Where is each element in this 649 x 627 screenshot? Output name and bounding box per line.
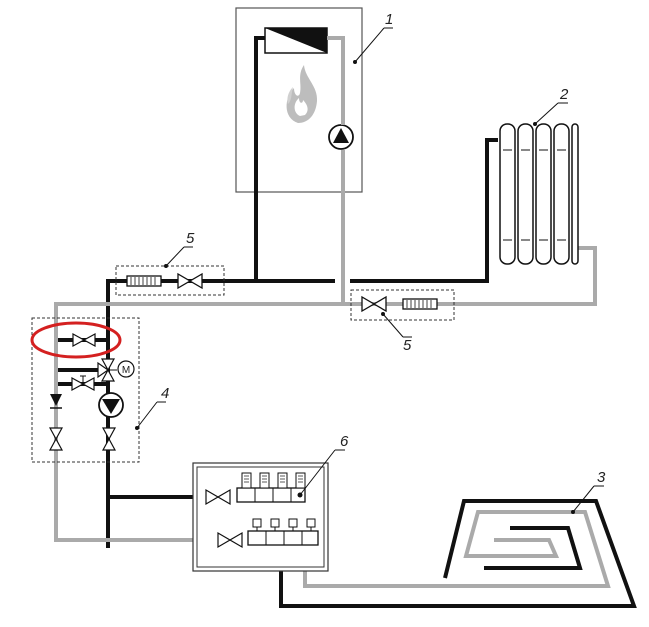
bowtie-valve-icon xyxy=(217,531,243,549)
valve-meter-return xyxy=(350,289,455,321)
radiator xyxy=(498,123,579,265)
label-valve-meter-return: 5 xyxy=(403,337,412,354)
label-mixing-unit: 4 xyxy=(161,385,169,402)
supply-header-left xyxy=(106,279,335,548)
highlight-ellipse xyxy=(30,321,122,359)
pump-icon xyxy=(98,392,124,418)
label-boiler: 1 xyxy=(385,11,393,28)
label-manifold: 6 xyxy=(340,433,349,450)
mixing-unit-frame xyxy=(31,317,140,463)
label-radiator: 2 xyxy=(559,86,569,103)
boiler-pump-icon xyxy=(328,124,354,150)
boiler-heat-exchanger-icon xyxy=(264,27,328,54)
valve-meter-supply-frame xyxy=(115,265,225,296)
bowtie-valve-icon xyxy=(101,427,117,451)
supply-manifold xyxy=(236,472,306,503)
boiler-return-top xyxy=(327,36,345,125)
bowtie-valve-icon xyxy=(361,295,387,313)
motor-icon: M xyxy=(117,360,135,378)
flow-meter-icon xyxy=(126,275,162,287)
radiator-section xyxy=(517,123,534,265)
leader-lines xyxy=(135,27,604,514)
three-way-valve-icon xyxy=(97,358,117,382)
supply-pipes xyxy=(56,36,637,608)
floor-loop-return xyxy=(303,510,611,588)
floor-loop-outer xyxy=(279,499,637,608)
motor-label: M xyxy=(122,365,130,376)
bowtie-valve-icon xyxy=(177,272,203,290)
bowtie-valve-icon xyxy=(72,332,96,348)
radiator-section xyxy=(553,123,570,265)
radiator-endcap xyxy=(571,123,579,265)
boiler-supply-pipe xyxy=(254,36,265,281)
mixing-unit: M xyxy=(30,317,140,463)
supply-header-right xyxy=(350,138,498,283)
return-header xyxy=(54,246,597,542)
valve-meter-supply xyxy=(115,265,225,296)
flame-icon xyxy=(286,65,318,123)
balancing-valve-icon xyxy=(71,375,95,392)
manifold-cabinet xyxy=(192,462,329,572)
check-valve-icon xyxy=(50,394,62,409)
valve-meter-return-frame xyxy=(350,289,455,321)
floor-loop-inner xyxy=(484,526,583,570)
radiator-section xyxy=(499,123,516,265)
label-valve-meter-supply: 5 xyxy=(186,230,195,247)
return-manifold xyxy=(247,518,319,546)
flow-meter-icon xyxy=(402,298,438,310)
radiator-section xyxy=(535,123,552,265)
label-floor-loop: 3 xyxy=(597,469,606,486)
bowtie-valve-icon xyxy=(48,427,64,451)
return-pipes xyxy=(54,36,611,588)
bowtie-valve-icon xyxy=(205,488,231,506)
